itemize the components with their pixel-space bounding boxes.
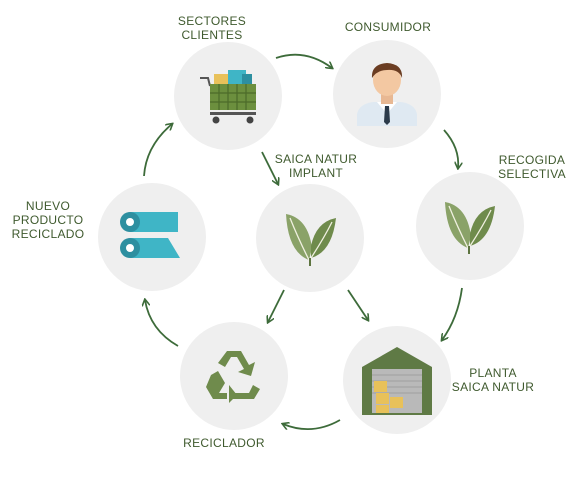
label-saica-natur-implant: SAICA NATUR IMPLANT	[274, 152, 358, 180]
person-icon	[357, 63, 417, 126]
recycle-icon	[206, 351, 260, 403]
node-reciclador	[180, 322, 288, 430]
node-saica-natur-implant	[256, 184, 364, 292]
label-recogida-selectiva: RECOGIDA SELECTIVA	[498, 153, 566, 181]
label-planta-saica-natur: PLANTA SAICA NATUR	[451, 366, 535, 394]
label-reciclador: RECICLADOR	[183, 436, 265, 450]
arrow-recogida-to-planta	[442, 287, 463, 340]
leaf-icon	[445, 202, 495, 254]
arrow-consumidor-to-recogida	[443, 129, 458, 168]
arrow-implant-to-planta	[347, 289, 368, 320]
leaf-icon	[286, 214, 336, 266]
arrow-reciclador-to-nuevo	[145, 300, 179, 347]
shopping-cart-icon	[200, 70, 256, 124]
node-nuevo-producto-reciclado	[98, 183, 206, 291]
arrow-clientes-to-implant	[261, 151, 278, 184]
paper-rolls-icon	[120, 212, 180, 258]
arrow-clientes-to-consumidor	[275, 53, 332, 68]
arrow-planta-to-reciclador	[283, 419, 341, 429]
arrow-nuevo-to-clientes	[143, 124, 172, 177]
label-nuevo-producto-reciclado: NUEVO PRODUCTO RECICLADO	[11, 199, 85, 241]
node-recogida-selectiva	[416, 172, 524, 280]
label-sectores-clientes: SECTORES CLIENTES	[177, 14, 247, 42]
label-consumidor: CONSUMIDOR	[344, 20, 432, 34]
warehouse-icon	[362, 347, 432, 415]
arrow-implant-to-reciclador	[268, 289, 285, 322]
